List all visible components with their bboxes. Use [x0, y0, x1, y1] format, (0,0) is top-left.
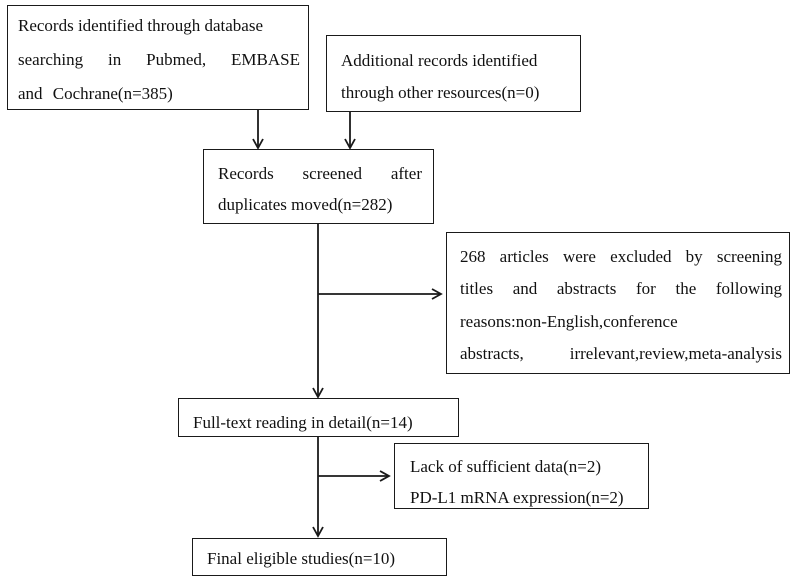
- box-text-line: and Cochrane(n=385): [18, 84, 173, 103]
- database-search-box: Records identified through database sear…: [7, 5, 309, 110]
- excluded-screening-box: 268 articles were excluded by screening …: [446, 232, 790, 374]
- other-resources-box: Additional records identified through ot…: [326, 35, 581, 112]
- box-text-line: searching in Pubmed, EMBASE: [18, 50, 300, 69]
- box-text-line: 268 articles were excluded by screening: [460, 247, 782, 266]
- box-text-line: abstracts, irrelevant,review,meta-analys…: [460, 344, 782, 363]
- box-text-line: Records screened after: [218, 164, 422, 183]
- screened-records-box: Records screened after duplicates moved(…: [203, 149, 434, 224]
- box-text-line: through other resources(n=0): [341, 83, 540, 102]
- box-text-line: Full-text reading in detail(n=14): [193, 413, 413, 432]
- box-text-line: Lack of sufficient data(n=2): [410, 457, 602, 476]
- box-text-line: titles and abstracts for the following: [460, 279, 782, 298]
- box-text-line: duplicates moved(n=282): [218, 195, 393, 214]
- full-text-box: Full-text reading in detail(n=14): [178, 398, 459, 437]
- box-text-line: Final eligible studies(n=10): [207, 549, 396, 568]
- excluded-fulltext-box: Lack of sufficient data(n=2) PD-L1 mRNA …: [394, 443, 649, 509]
- box-text-line: Additional records identified: [341, 51, 538, 70]
- final-studies-box: Final eligible studies(n=10): [192, 538, 447, 576]
- box-text-line: PD-L1 mRNA expression(n=2): [410, 488, 624, 507]
- box-text-line: reasons:non-English,conference: [460, 312, 678, 331]
- box-text-line: Records identified through database: [18, 16, 264, 35]
